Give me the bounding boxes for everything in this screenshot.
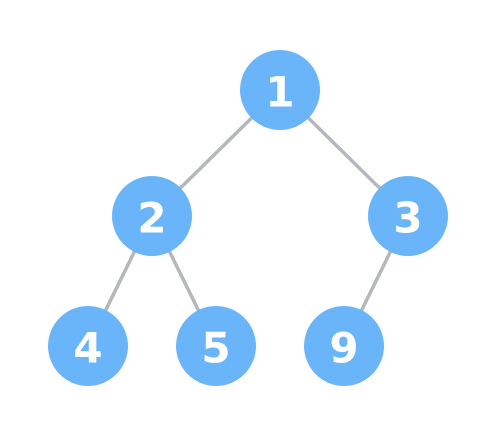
node-label: 5 (201, 324, 230, 373)
node-label: 3 (393, 194, 422, 243)
node-circle (304, 306, 384, 386)
tree-nodes: 1 2 3 4 5 9 (48, 50, 448, 386)
tree-node-1: 1 (240, 50, 320, 130)
node-label: 2 (137, 194, 166, 243)
node-circle (112, 176, 192, 256)
tree-node-9: 9 (304, 306, 384, 386)
node-circle (176, 306, 256, 386)
tree-node-4: 4 (48, 306, 128, 386)
node-label: 1 (265, 68, 294, 117)
node-circle (368, 176, 448, 256)
node-circle (48, 306, 128, 386)
tree-node-2: 2 (112, 176, 192, 256)
node-label: 9 (329, 324, 358, 373)
node-label: 4 (73, 324, 102, 373)
tree-node-3: 3 (368, 176, 448, 256)
tree-node-5: 5 (176, 306, 256, 386)
node-circle (240, 50, 320, 130)
